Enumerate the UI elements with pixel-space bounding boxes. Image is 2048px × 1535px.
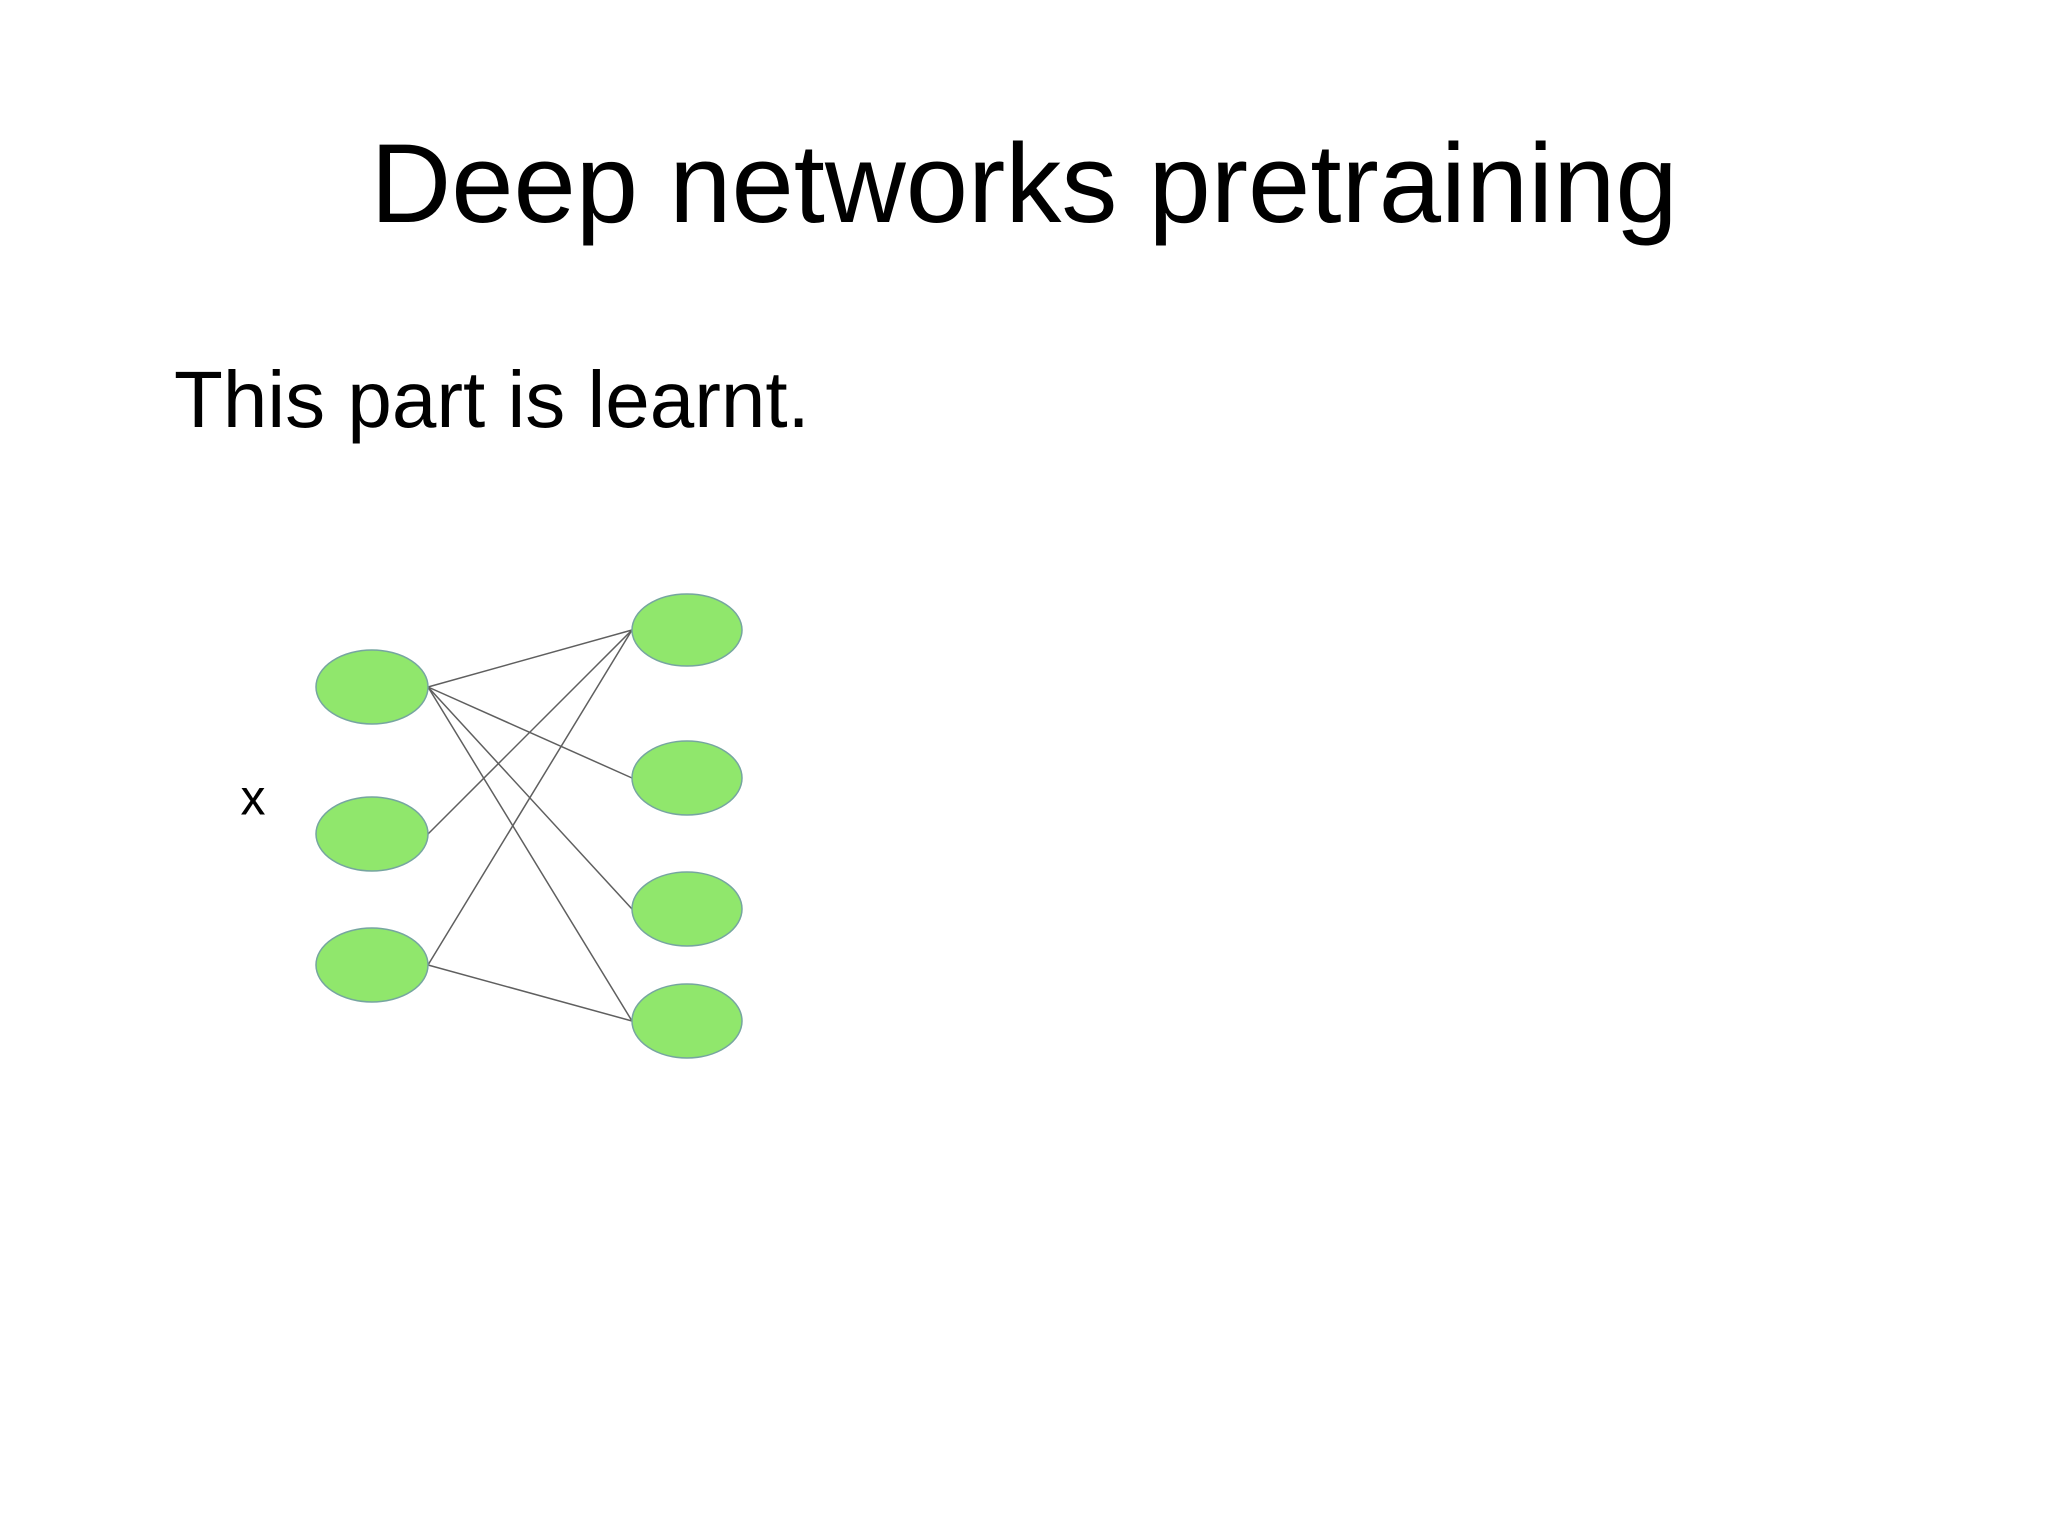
input-node-L2 [315, 796, 429, 872]
input-vector-label: x [240, 769, 266, 826]
edge-L1-R1 [427, 629, 633, 688]
hidden-node-R3 [631, 871, 743, 947]
hidden-node-R4 [631, 983, 743, 1059]
edge-L3-R1 [427, 629, 633, 966]
hidden-node-R1 [631, 593, 743, 667]
edge-L2-R1 [427, 629, 633, 835]
input-node-L3 [315, 927, 429, 1003]
edge-L3-R4 [427, 964, 633, 1022]
edge-L1-R4 [427, 686, 633, 1022]
input-node-L1 [315, 649, 429, 725]
slide-title: Deep networks pretraining [370, 121, 1678, 246]
hidden-node-R2 [631, 740, 743, 816]
slide-subtitle: This part is learnt. [174, 355, 810, 444]
